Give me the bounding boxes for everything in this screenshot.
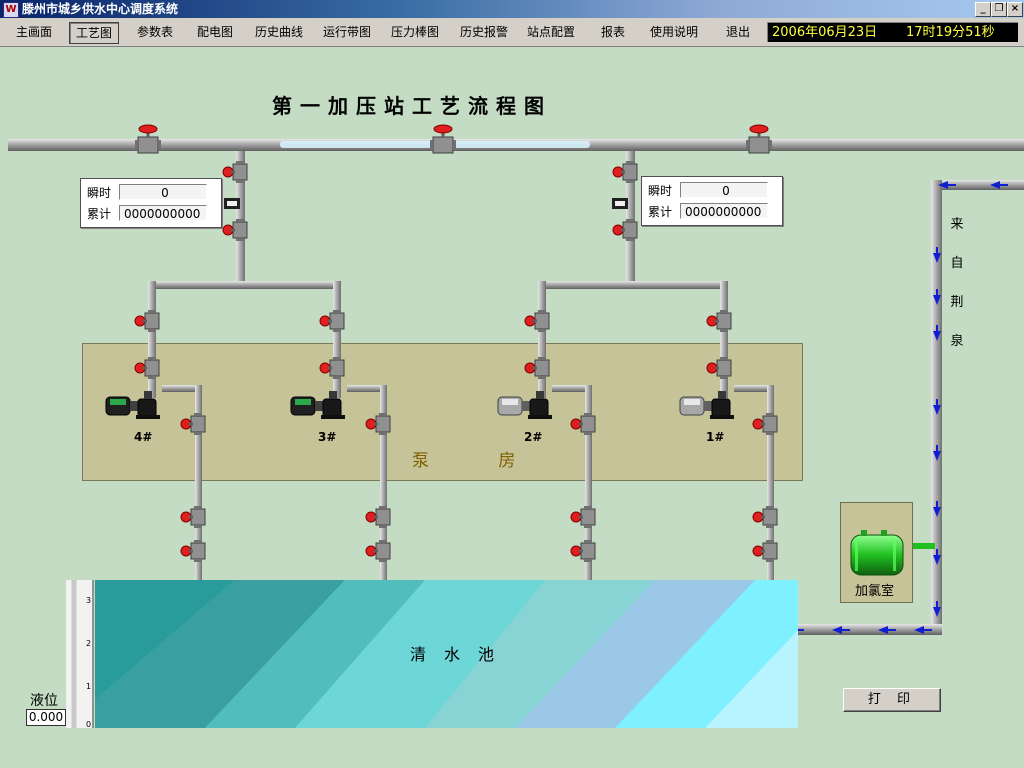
reservoir-label: 清水池 <box>410 645 513 664</box>
source-char: 自 <box>950 256 964 271</box>
instant-value: 0 <box>680 182 768 198</box>
source-char: 来 <box>950 217 964 232</box>
menu-item-run-band[interactable]: 运行带图 <box>322 25 371 39</box>
source-char: 泉 <box>950 334 964 349</box>
chlorine-tank-icon <box>850 530 904 576</box>
pump-house-label: 泵 房 <box>412 451 548 471</box>
menu-item-history-curve[interactable]: 历史曲线 <box>254 25 303 39</box>
tick-3: 3 <box>86 596 92 605</box>
level-label: 液位 <box>30 693 58 709</box>
menu-item-reports[interactable]: 报表 <box>600 25 625 39</box>
source-label: 来 自 荆 泉 <box>948 205 966 361</box>
title-bar: W 滕州市城乡供水中心调度系统 _ ❐ × <box>0 0 1024 18</box>
menu-item-parameters[interactable]: 参数表 <box>136 25 173 39</box>
flow-meter-right: 瞬时 0 累计 0000000000 <box>641 176 783 226</box>
instant-label: 瞬时 <box>87 186 112 200</box>
pump-label-1: 1# <box>706 430 725 444</box>
menu-item-pressure-bar[interactable]: 压力棒图 <box>390 25 439 39</box>
tick-0: 0 <box>86 720 92 729</box>
tick-2: 2 <box>86 639 92 648</box>
instant-value: 0 <box>119 184 207 200</box>
total-value: 0000000000 <box>680 203 768 219</box>
total-label: 累计 <box>87 207 112 221</box>
pump-label-2: 2# <box>524 430 543 444</box>
reservoir <box>95 580 798 728</box>
chlorine-room[interactable] <box>840 502 913 603</box>
window-title: 滕州市城乡供水中心调度系统 <box>22 2 179 16</box>
print-button[interactable]: 打 印 <box>843 688 941 712</box>
menu-bar: 主画面 工艺图 参数表 配电图 历史曲线 运行带图 压力棒图 历史报警 站点配置… <box>0 18 1024 47</box>
clock-time: 17时19分51秒 <box>906 25 995 40</box>
tick-1: 1 <box>86 682 92 691</box>
menu-item-exit[interactable]: 退出 <box>725 25 750 39</box>
restore-icon[interactable]: ❐ <box>991 2 1007 17</box>
menu-item-station-config[interactable]: 站点配置 <box>526 25 575 39</box>
pump-label-4: 4# <box>134 430 153 444</box>
menu-item-history-alarm[interactable]: 历史报警 <box>459 25 508 39</box>
close-icon[interactable]: × <box>1007 2 1023 17</box>
app-icon[interactable]: W <box>3 2 19 18</box>
clock-date: 2006年06月23日 <box>772 25 878 40</box>
level-scale-ticks <box>71 580 94 728</box>
minimize-icon[interactable]: _ <box>975 2 991 17</box>
menu-item-help[interactable]: 使用说明 <box>649 25 698 39</box>
total-label: 累计 <box>648 205 673 219</box>
total-value: 0000000000 <box>119 205 207 221</box>
source-char: 荆 <box>950 295 964 310</box>
menu-item-process[interactable]: 工艺图 <box>69 22 119 44</box>
flow-meter-left: 瞬时 0 累计 0000000000 <box>80 178 222 228</box>
clock-display: 2006年06月23日 17时19分51秒 <box>767 22 1018 42</box>
page-title: 第一加压站工艺流程图 <box>272 94 552 118</box>
level-value: 0.000 <box>26 709 66 726</box>
menu-item-main[interactable]: 主画面 <box>15 25 52 39</box>
level-scale: 3 2 1 0 <box>66 580 94 729</box>
chlorine-room-label: 加氯室 <box>855 584 895 599</box>
instant-label: 瞬时 <box>648 184 673 198</box>
menu-item-power[interactable]: 配电图 <box>196 25 233 39</box>
pump-label-3: 3# <box>318 430 337 444</box>
